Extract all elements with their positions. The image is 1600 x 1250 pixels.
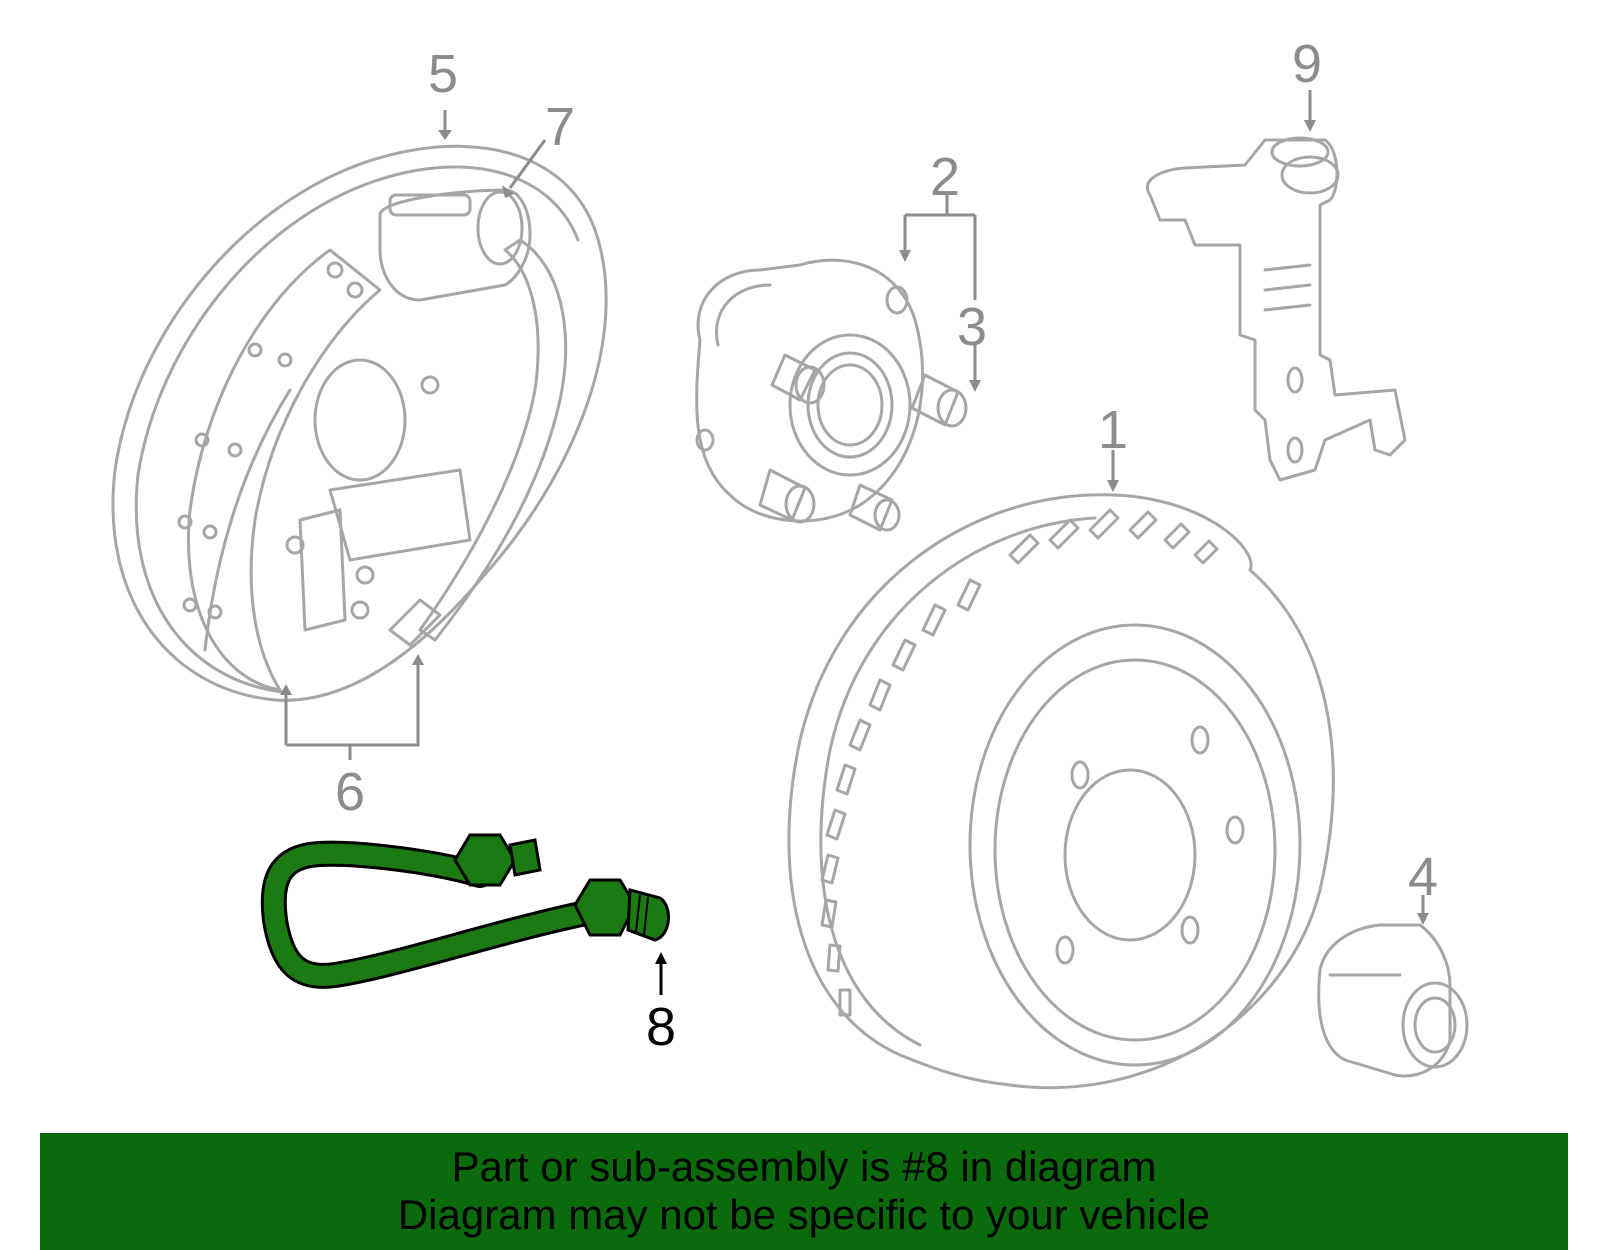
callout-5: 5 xyxy=(428,44,458,104)
lower-fitting-nut xyxy=(573,878,637,937)
callout-3: 3 xyxy=(957,297,987,357)
part-brake-hose-highlighted xyxy=(260,833,670,989)
upper-fitting-nut xyxy=(453,833,517,887)
banner-line-part-number: Part or sub-assembly is #8 in diagram xyxy=(451,1143,1157,1190)
callout-4: 4 xyxy=(1408,847,1438,907)
upper-fitting-tip xyxy=(508,838,542,877)
lower-fitting-tip xyxy=(626,888,670,942)
info-banner: Part or sub-assembly is #8 in diagram Di… xyxy=(40,1133,1568,1250)
hose-body xyxy=(263,843,610,986)
callout-6: 6 xyxy=(335,762,365,822)
part-hub-and-studs xyxy=(695,258,968,532)
callout-8: 8 xyxy=(646,997,676,1057)
part-bracket xyxy=(1146,136,1407,482)
part-brake-drum xyxy=(787,493,1335,1090)
callout-7: 7 xyxy=(545,97,575,157)
banner-line-disclaimer: Diagram may not be specific to your vehi… xyxy=(397,1191,1211,1238)
callout-1: 1 xyxy=(1098,400,1128,460)
part-backing-plate-assembly xyxy=(111,144,608,702)
part-cap xyxy=(1317,923,1469,1078)
callouts: 5 7 6 2 3 1 4 9 8 xyxy=(335,34,1438,1057)
callout-2: 2 xyxy=(930,147,960,207)
callout-9: 9 xyxy=(1292,34,1322,94)
leader-lines xyxy=(280,90,1429,995)
